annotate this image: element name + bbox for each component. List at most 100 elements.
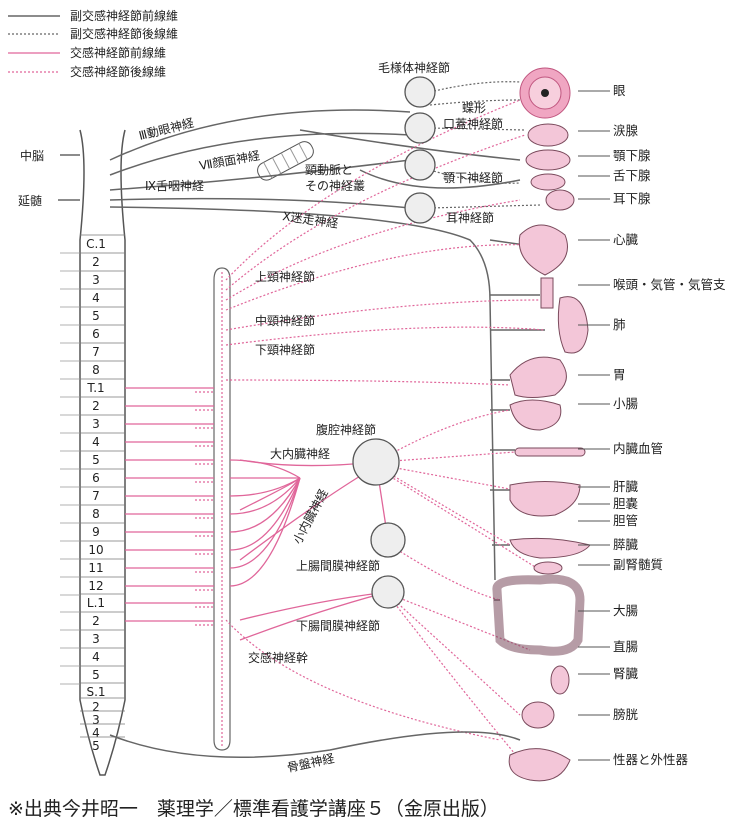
spine-segment-label: 6 xyxy=(92,471,100,485)
bladder-shape xyxy=(521,701,555,729)
superior-mesenteric-ganglion xyxy=(370,522,406,558)
splanchnic-root xyxy=(229,477,301,497)
splanchnic-root xyxy=(229,477,301,551)
otic-ganglion xyxy=(404,192,436,224)
sympathetic-fibers xyxy=(109,99,546,761)
organ-label: 直腸 xyxy=(613,639,639,654)
spine-segment-label: 12 xyxy=(88,579,103,593)
genital-shape xyxy=(508,748,571,782)
spine-segment-label: 9 xyxy=(92,525,100,539)
source-caption: ※出典今井昭一 薬理学／標準看護学講座５（金原出版） xyxy=(8,798,499,820)
ciliary-ganglion xyxy=(404,76,436,108)
organ-label: 内臓血管 xyxy=(613,441,663,456)
glossopharyngeal-nerve-label: Ⅸ舌咽神経 xyxy=(145,179,204,193)
organ-label: 舌下腺 xyxy=(613,168,651,183)
organ-label: 涙腺 xyxy=(613,123,639,138)
submandibular-gland-shape xyxy=(525,149,571,171)
spine-segment-label: T.1 xyxy=(86,381,104,395)
legend-label: 副交感神経節後線維 xyxy=(70,26,178,41)
splanchnic-root xyxy=(229,459,301,479)
celiac-ganglion-label: 腹腔神経節 xyxy=(316,422,376,437)
midbrain-label: 中脳 xyxy=(20,148,44,163)
spine-segment-label: 11 xyxy=(88,561,103,575)
organ-label: 副腎髄質 xyxy=(613,557,663,572)
greater-splanchnic-label: 大内臓神経 xyxy=(270,447,330,461)
pancreas-shape xyxy=(509,537,591,559)
spine-segment-label: L.1 xyxy=(87,596,105,610)
organ-label: 胆嚢 xyxy=(613,496,639,511)
spine-segment-label: 2 xyxy=(92,255,100,269)
organ-label: 膵臓 xyxy=(613,537,639,552)
liver-shape xyxy=(509,481,581,517)
small-intestine-shape xyxy=(509,399,562,431)
organ-label: 肝臓 xyxy=(613,479,639,494)
spine-segment-label: 5 xyxy=(92,309,100,323)
spine-segment-label: 2 xyxy=(92,399,100,413)
submandibular-ganglion-label: 顎下神経節 xyxy=(443,170,503,185)
spine-segment-label: C.1 xyxy=(86,237,106,251)
otic-ganglion-label: 耳神経節 xyxy=(446,210,494,225)
lung-shape xyxy=(557,296,589,354)
vagus-nerve-label: Ⅹ迷走神経 xyxy=(282,209,340,231)
lacrimal-gland-shape xyxy=(527,123,569,147)
inferior-cervical-label: 下頸神経節 xyxy=(255,342,315,357)
spine-segment-label: 2 xyxy=(92,614,100,628)
spine-segment-label: 2 xyxy=(92,700,100,714)
spine-segment-label: 3 xyxy=(92,632,100,646)
spine-segment-label: 5 xyxy=(92,739,100,753)
spine-segment-label: 8 xyxy=(92,507,100,521)
oculomotor-nerve-label: Ⅲ動眼神経 xyxy=(137,116,195,143)
spine-segment-label: 5 xyxy=(92,668,100,682)
organ-label: 眼 xyxy=(613,83,626,98)
ciliary-ganglion-label: 毛様体神経節 xyxy=(378,60,450,75)
spine-segment-label: 7 xyxy=(92,489,100,503)
celiac-ganglion xyxy=(352,438,400,486)
spinal-cord: C.12345678T.123456789101112L.12345S.1234… xyxy=(58,129,126,776)
organ-label: 胆管 xyxy=(613,513,638,528)
spine-segment-label: 3 xyxy=(92,417,100,431)
organ-label: 顎下腺 xyxy=(613,148,651,163)
superior-mesenteric-label: 上腸間膜神経節 xyxy=(296,558,380,573)
kidney-shape xyxy=(550,665,570,695)
carotid-artery xyxy=(257,141,314,181)
inferior-mesenteric-ganglion xyxy=(371,575,405,609)
middle-cervical-label: 中頸神経節 xyxy=(255,313,315,328)
parotid-gland-shape xyxy=(545,189,575,211)
spine-segment-label: 10 xyxy=(88,543,103,557)
spine-segment-label: 6 xyxy=(92,327,100,341)
trachea-shape xyxy=(540,277,554,309)
organ-label: 心臓 xyxy=(613,232,639,247)
carotid-label-2: その神経叢 xyxy=(305,179,365,193)
legend-label: 副交感神経節前線維 xyxy=(70,8,178,23)
spine-segment-label: 3 xyxy=(92,713,100,727)
spine-segment-label: 5 xyxy=(92,453,100,467)
large-intestine-shape xyxy=(492,574,585,656)
submandibular-ganglion xyxy=(404,149,436,181)
spine-segment-label: 4 xyxy=(92,435,100,449)
organ-label: 膀胱 xyxy=(613,707,639,722)
spine-segment-label: 7 xyxy=(92,345,100,359)
pterygopalatine-label-1: 蝶形 xyxy=(462,100,486,115)
spine-segment-label: 4 xyxy=(92,291,100,305)
organ-label: 肺 xyxy=(613,317,626,332)
organ-label: 腎臓 xyxy=(613,666,639,681)
legend-label: 交感神経節後線維 xyxy=(70,64,166,79)
spine-segment-label: 3 xyxy=(92,273,100,287)
carotid-label-1: 頸動脈と xyxy=(305,163,353,177)
stomach-shape xyxy=(509,356,567,398)
organ-label: 喉頭・気管・気管支 xyxy=(613,277,726,292)
pterygopalatine-ganglion xyxy=(404,112,436,144)
spine-segment-label: 4 xyxy=(92,726,100,740)
ganglia xyxy=(352,76,436,609)
heart-shape xyxy=(518,224,568,276)
organ-label: 大腸 xyxy=(613,603,639,618)
sympathetic-trunk-label: 交感神経幹 xyxy=(248,650,308,665)
pterygopalatine-label-2: 口蓋神経節 xyxy=(443,116,503,131)
medulla-label: 延髄 xyxy=(18,193,42,208)
sublingual-gland-shape xyxy=(530,173,566,191)
visceral-vessel-shape xyxy=(514,447,586,457)
parasympathetic-cranial-fibers xyxy=(109,81,545,601)
facial-nerve-label: Ⅶ顔面神経 xyxy=(198,148,261,173)
splanchnic-root xyxy=(229,477,301,533)
